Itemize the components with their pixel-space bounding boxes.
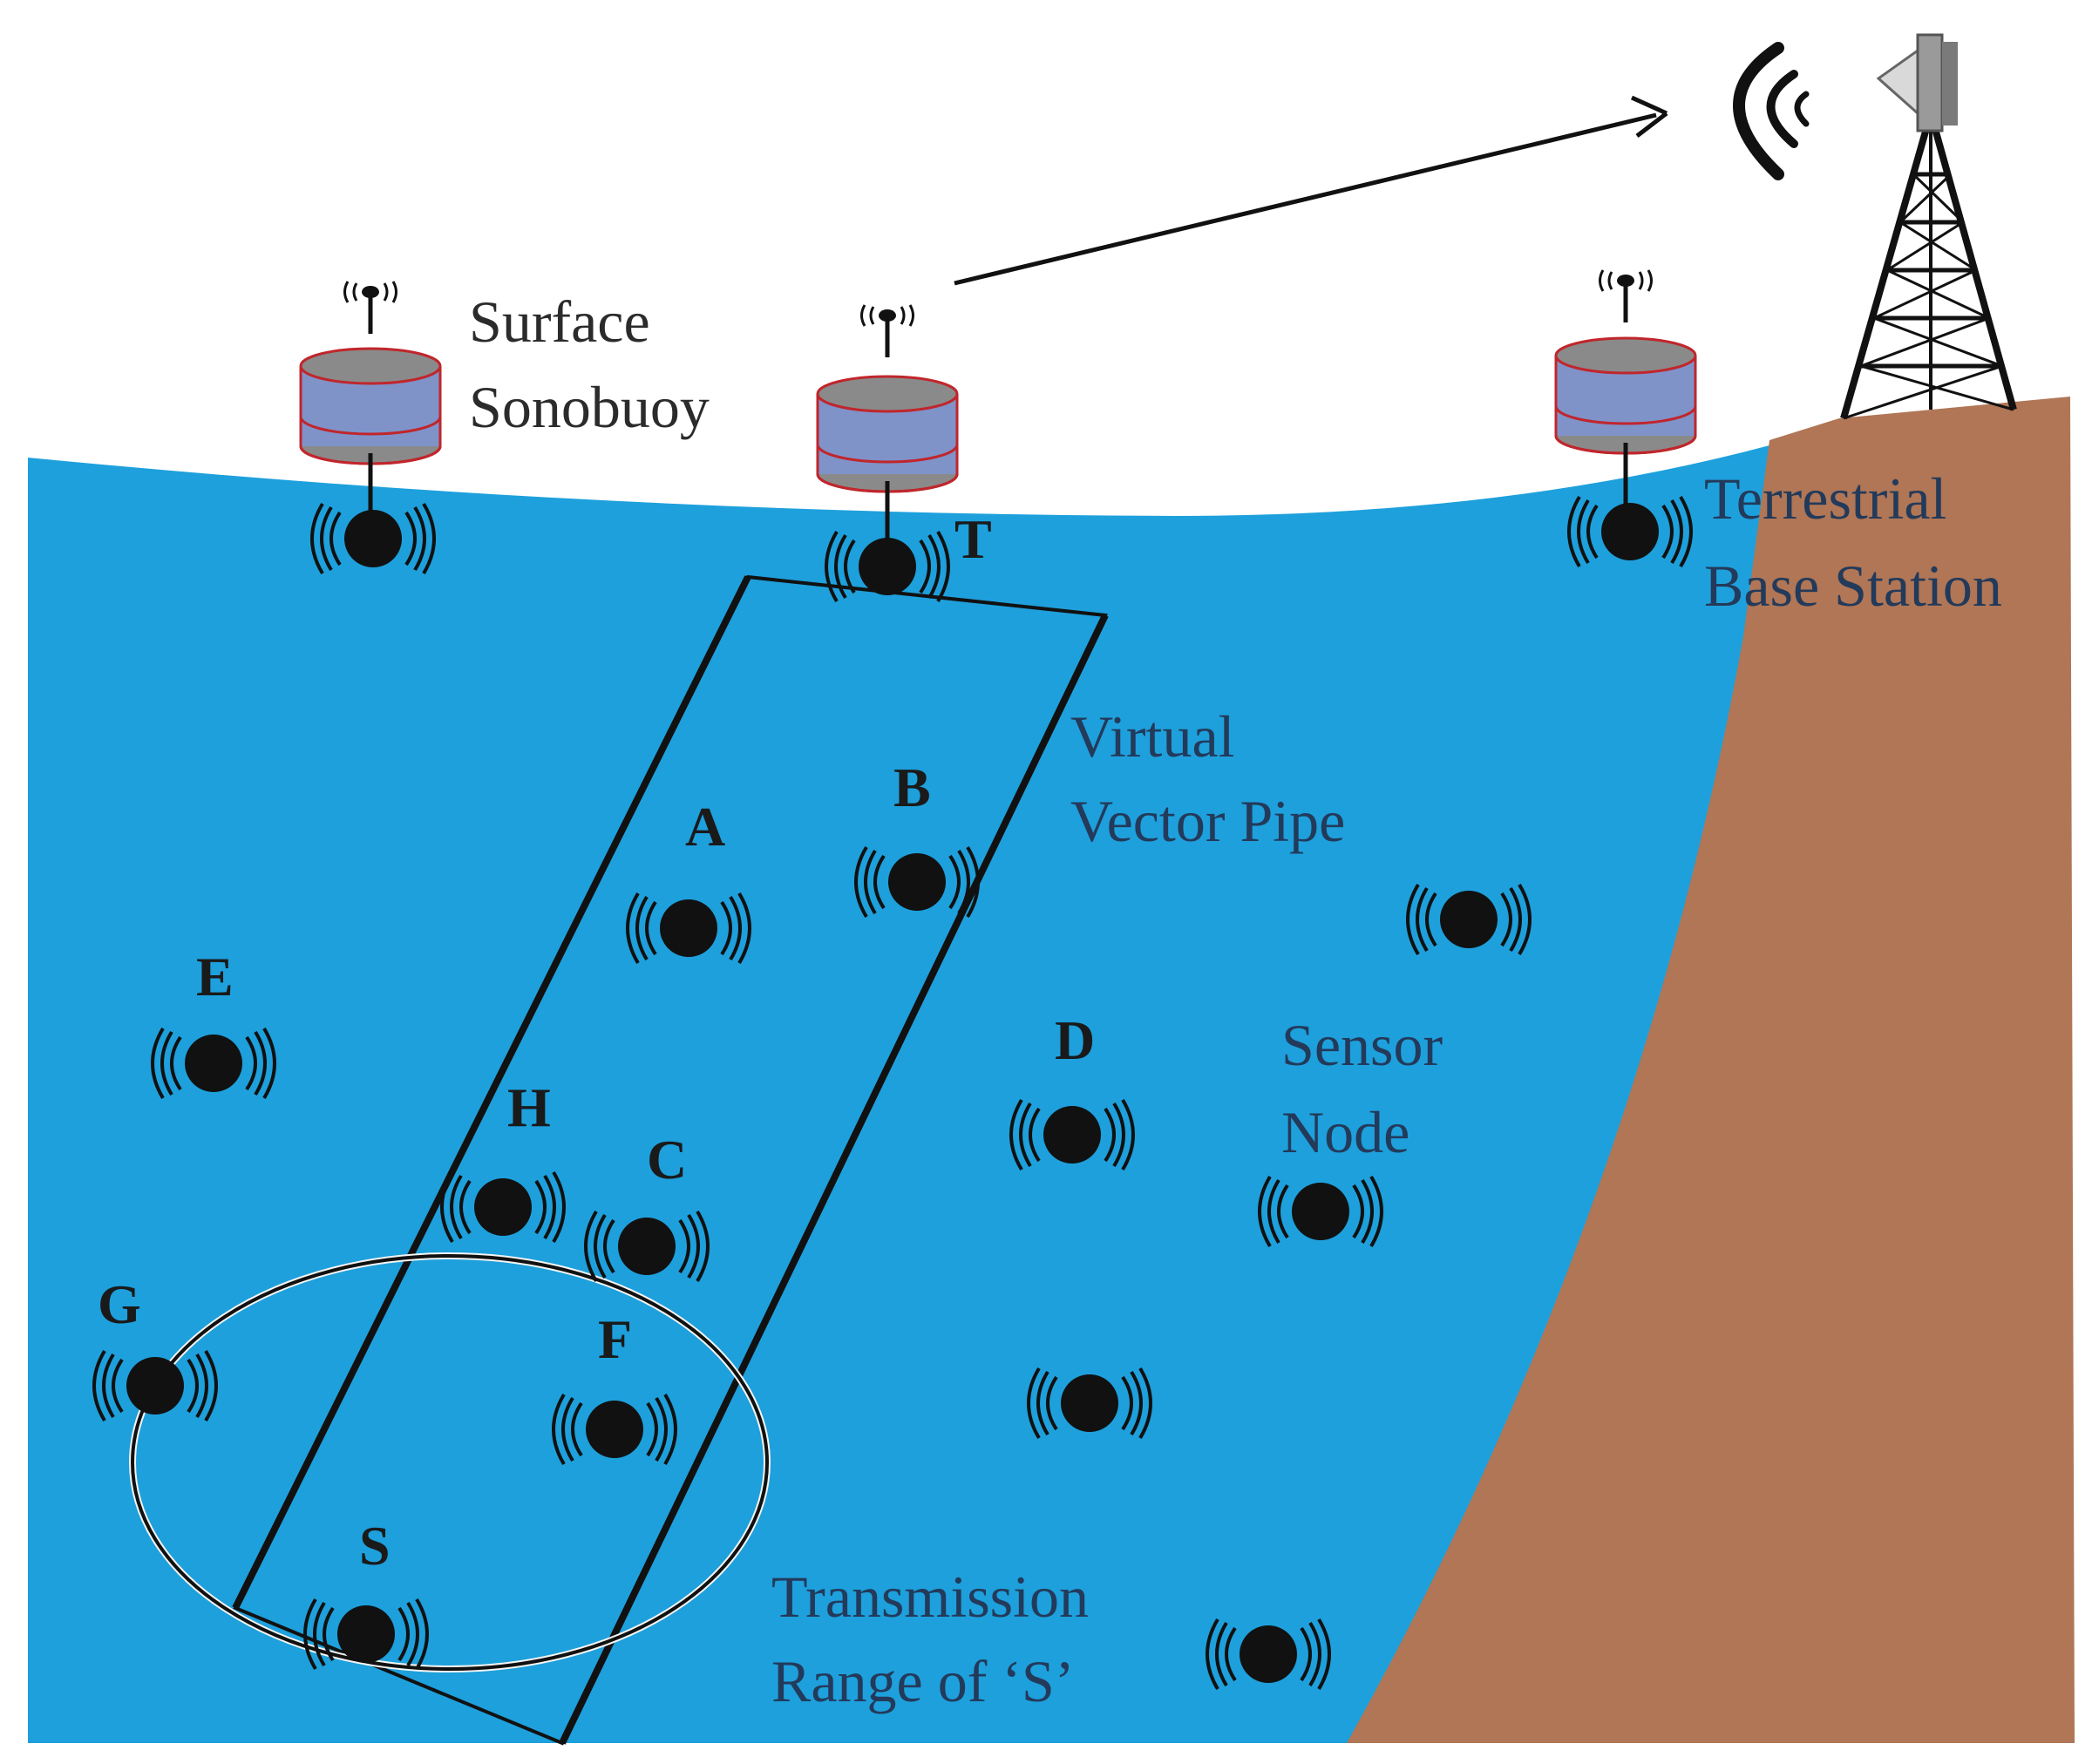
surface-sonobuoy-label-line1: Surface [469, 288, 650, 355]
transmission-range-label-line2: Range of ‘S’ [771, 1648, 1074, 1714]
wireless-signal-icon [1733, 42, 1810, 180]
node-label-E: E [196, 946, 234, 1008]
sensor-node-label-line2: Node [1281, 1099, 1409, 1165]
terrestrial-label-line2: Base Station [1704, 553, 2002, 619]
virtual-vector-pipe-label-line1: Virtual [1070, 703, 1235, 770]
transmission-range-label-line1: Transmission [771, 1564, 1089, 1630]
node-label-H: H [507, 1076, 551, 1138]
node-label-G: G [98, 1273, 141, 1335]
node-label-A: A [685, 796, 725, 858]
arrow-head [1630, 95, 1668, 138]
uplink-arrow [954, 112, 1657, 286]
pipe-right-edge [559, 614, 1109, 1745]
node-label-D: D [1055, 1009, 1095, 1071]
sonobuoy-icon [816, 375, 959, 493]
node-label-C: C [647, 1129, 687, 1191]
antenna-icon [345, 282, 397, 334]
terrestrial-label-line1: Terrestrial [1704, 465, 1946, 532]
pipe-left-edge [232, 575, 751, 1610]
antenna-icon [1600, 270, 1652, 322]
node-label-B: B [893, 756, 931, 818]
node-label-T: T [954, 508, 992, 570]
sonobuoy-icon [299, 347, 442, 465]
sonobuoy-icon [1554, 336, 1697, 455]
node-label-F: F [598, 1308, 632, 1370]
land-shore [1347, 397, 2075, 1743]
virtual-vector-pipe-label-line2: Vector Pipe [1070, 788, 1345, 854]
surface-sonobuoy-label-line2: Sonobuoy [469, 374, 710, 440]
antenna-icon [862, 305, 914, 357]
node-label-S: S [359, 1515, 391, 1577]
base-station-tower-icon [1840, 33, 2017, 420]
sensor-node-label-line1: Sensor [1281, 1012, 1443, 1078]
